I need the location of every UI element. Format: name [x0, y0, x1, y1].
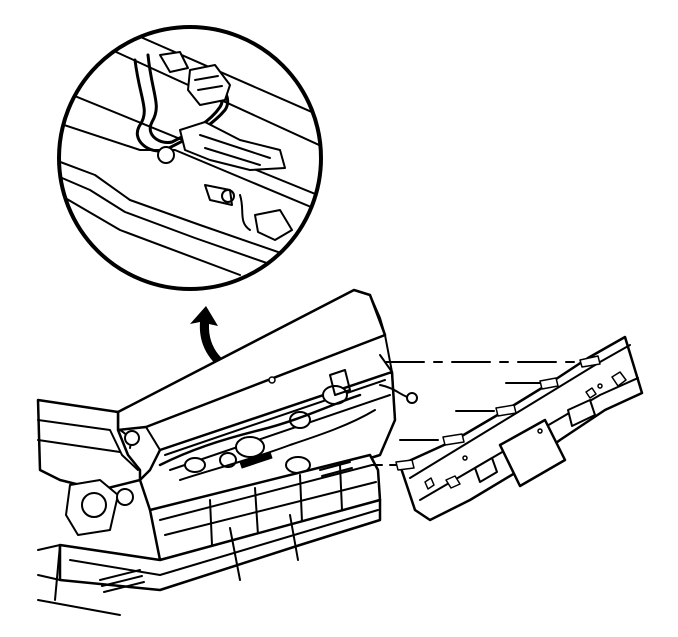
detail-inset — [57, 25, 323, 291]
curved-arrow-icon — [190, 306, 252, 382]
grille-panel-part — [395, 335, 644, 522]
vehicle-front-assembly — [36, 288, 418, 616]
detail-inset-contents — [59, 27, 321, 286]
